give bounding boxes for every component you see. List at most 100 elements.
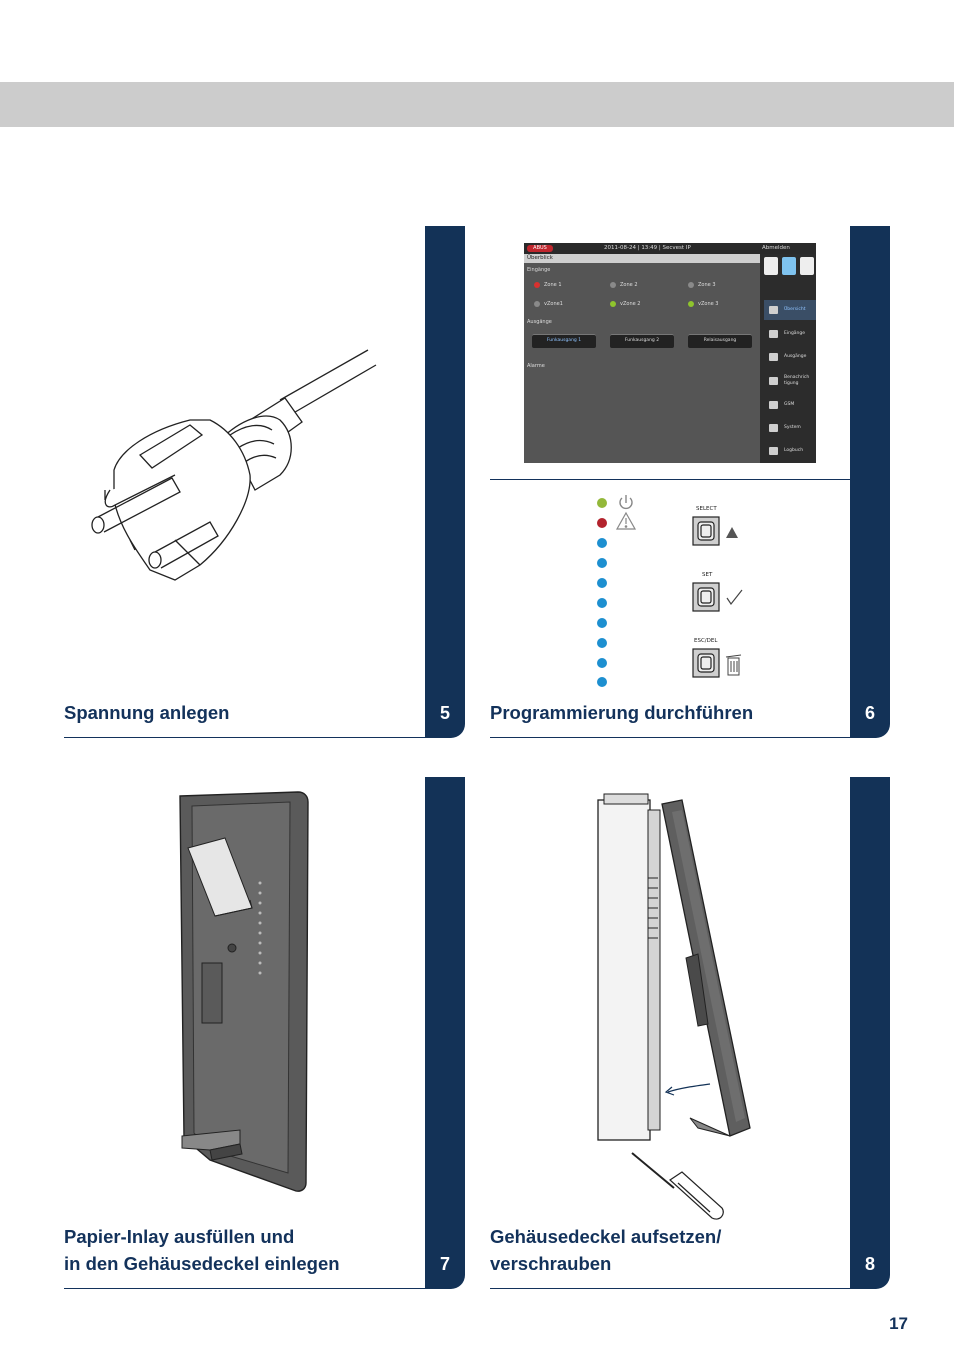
- caption-line: Spannung anlegen: [64, 702, 230, 723]
- panel-number-stripe: 6: [850, 226, 890, 738]
- gear-icon: [769, 424, 778, 432]
- zone-item[interactable]: vZone 2: [610, 300, 640, 308]
- menu-label: Ausgänge: [784, 354, 807, 359]
- menu-label: Eingänge: [784, 331, 806, 336]
- panel-number: 5: [439, 703, 450, 723]
- zone-item[interactable]: Zone 3: [688, 281, 716, 289]
- led-red: [597, 518, 607, 528]
- header-band: [0, 82, 954, 127]
- menu-item-outputs[interactable]: Ausgänge: [764, 347, 816, 367]
- screwdriver-icon: [631, 1152, 724, 1220]
- panel-5: 5 Spannung anlegen: [64, 226, 465, 738]
- caption-line: Programmierung durchführen: [490, 702, 754, 723]
- caption-line: Papier-Inlay ausfüllen und: [64, 1226, 295, 1247]
- menu-item-gsm[interactable]: GSM: [764, 395, 816, 415]
- screen-header: ABUS 2011-08-24 | 13:49 | Secvest IP Abm…: [524, 243, 816, 254]
- lock-icon[interactable]: [800, 257, 814, 275]
- zone-item[interactable]: Zone 1: [534, 281, 562, 289]
- breadcrumb: Überblick: [524, 254, 760, 263]
- status-dot: [688, 282, 694, 288]
- zone-label: Zone 3: [698, 282, 716, 288]
- caption-rule: [490, 1288, 850, 1289]
- caption-line: in den Gehäusedeckel einlegen: [64, 1253, 340, 1274]
- screen-status: 2011-08-24 | 13:49 | Secvest IP: [604, 245, 691, 251]
- output-button[interactable]: Funkausgang 1: [532, 334, 596, 348]
- caption-line: verschrauben: [490, 1253, 612, 1274]
- unlock-icon[interactable]: [782, 257, 796, 275]
- home-arm-icon[interactable]: [764, 257, 778, 275]
- caption-line: Gehäusedeckel aufsetzen/: [490, 1226, 722, 1247]
- panel-number-stripe: 7: [425, 777, 465, 1289]
- power-plug-illustration: [91, 349, 377, 581]
- menu-label: System: [784, 425, 801, 430]
- signal-icon: [769, 401, 778, 409]
- status-dot: [688, 301, 694, 307]
- menu-label: GSM: [784, 402, 795, 407]
- panel-number-stripe: 8: [850, 777, 890, 1289]
- screen-main: [524, 263, 760, 463]
- panel-8: 8 Gehäusedeckel aufsetzen/ verschrauben: [490, 777, 890, 1289]
- menu-item-overview[interactable]: Übersicht: [764, 300, 816, 320]
- housing-cover-illustration: [179, 791, 309, 1192]
- trash-icon: [725, 654, 742, 676]
- caption-rule: [64, 737, 425, 738]
- logout-link[interactable]: Abmelden: [762, 245, 790, 251]
- envelope-icon: [769, 377, 778, 385]
- zone-item[interactable]: vZone1: [534, 300, 563, 308]
- set-key: [692, 582, 720, 612]
- mounting-illustration: [597, 793, 751, 1220]
- panel-number: 7: [439, 1254, 450, 1274]
- page-number: 17: [889, 1314, 908, 1333]
- panel-caption: Gehäusedeckel aufsetzen/ verschrauben: [490, 1223, 721, 1277]
- output-button[interactable]: Relaisausgang: [688, 334, 752, 348]
- zone-label: vZone1: [544, 301, 563, 307]
- zone-label: Zone 2: [620, 282, 638, 288]
- zone-item[interactable]: Zone 2: [610, 281, 638, 289]
- zone-label: vZone 2: [620, 301, 641, 307]
- panel-number: 6: [864, 703, 875, 723]
- select-key: [692, 516, 720, 546]
- check-icon: [726, 589, 743, 606]
- status-dot: [610, 301, 616, 307]
- brand-logo: ABUS: [527, 245, 553, 252]
- led-indicator-column: [597, 495, 637, 687]
- section-inputs: Eingänge: [527, 267, 551, 273]
- led-green: [597, 498, 607, 508]
- output-button[interactable]: Funkausgang 2: [610, 334, 674, 348]
- key-label: ESC/DEL: [694, 638, 718, 644]
- panel-caption: Papier-Inlay ausfüllen und in den Gehäus…: [64, 1223, 340, 1277]
- caption-rule: [490, 737, 850, 738]
- menu-item-system[interactable]: System: [764, 418, 816, 438]
- home-icon: [769, 306, 778, 314]
- section-outputs: Ausgänge: [527, 319, 552, 325]
- panel-caption: Programmierung durchführen: [490, 699, 753, 726]
- status-dot: [610, 282, 616, 288]
- zone-label: Zone 1: [544, 282, 562, 288]
- zone-label: vZone 3: [698, 301, 719, 307]
- warning-icon: [615, 511, 637, 530]
- menu-label: Benachrich tigung: [784, 375, 810, 386]
- key-label: SET: [702, 572, 713, 578]
- section-alarms: Alarme: [527, 363, 545, 369]
- power-icon: [619, 495, 633, 510]
- zone-item[interactable]: vZone 3: [688, 300, 718, 308]
- section-divider: [490, 479, 850, 480]
- menu-item-logbook[interactable]: Logbuch: [764, 441, 816, 461]
- key-label: SELECT: [696, 506, 717, 512]
- status-dot: [534, 301, 540, 307]
- control-panel-screen: ABUS 2011-08-24 | 13:49 | Secvest IP Abm…: [524, 243, 816, 463]
- menu-label: Übersicht: [784, 307, 806, 312]
- keys-illustration: [692, 516, 743, 678]
- input-icon: [769, 330, 778, 338]
- panel-number-stripe: 5: [425, 226, 465, 738]
- panel-7: 7 Papier-Inlay ausfüllen und in den Gehä…: [64, 777, 465, 1289]
- status-dot: [534, 282, 540, 288]
- menu-item-inputs[interactable]: Eingänge: [764, 324, 816, 344]
- caption-rule: [64, 1288, 425, 1289]
- output-icon: [769, 353, 778, 361]
- panel-6: 6 Programmierung durchführen: [490, 226, 890, 738]
- panel-caption: Spannung anlegen: [64, 699, 229, 726]
- logbook-icon: [769, 447, 778, 455]
- menu-item-notification[interactable]: Benachrich tigung: [764, 371, 816, 391]
- esc-del-key: [692, 648, 720, 678]
